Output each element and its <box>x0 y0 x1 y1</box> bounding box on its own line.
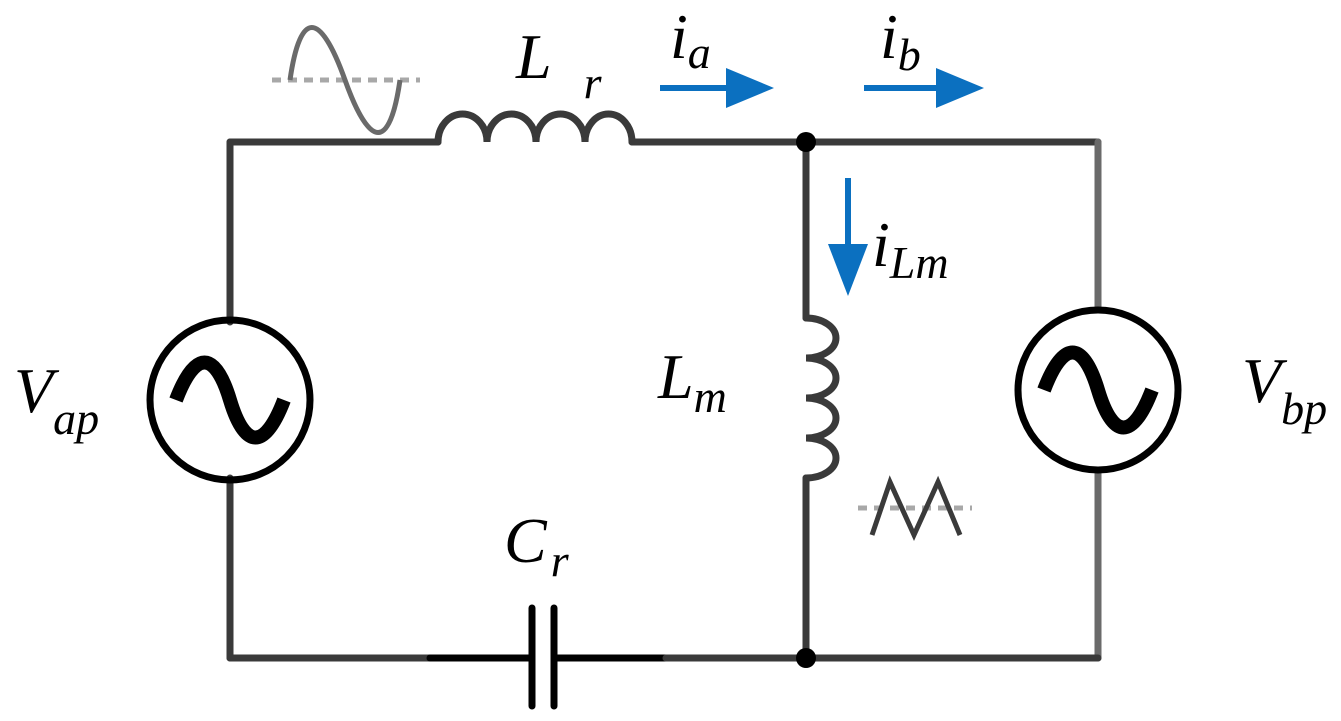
junction-top <box>796 132 816 152</box>
ac-source-vap <box>146 316 314 484</box>
label-ib: ib <box>880 1 921 80</box>
label-ilm: iLm <box>872 209 949 288</box>
label-ia: ia <box>670 1 711 78</box>
label-lm: Lm <box>657 341 727 422</box>
waveform-triangle <box>869 475 963 542</box>
current-arrow-ib <box>864 68 984 108</box>
waveform-sine <box>287 25 403 135</box>
wires <box>226 138 1102 662</box>
sine-icon <box>169 355 291 445</box>
inductor-lm <box>802 314 840 482</box>
label-cr: Cr <box>504 505 570 586</box>
current-arrow-ilm <box>828 178 868 296</box>
inductor-lr <box>434 110 636 146</box>
triangle-waveform-icon <box>858 475 972 542</box>
ac-source-vbp <box>1014 306 1182 474</box>
current-arrow-ia <box>660 68 774 108</box>
arrow-head <box>828 244 868 296</box>
arrow-head <box>726 68 774 108</box>
arrow-head <box>936 68 984 108</box>
source-circle-right <box>1014 306 1182 474</box>
sine-icon <box>1037 345 1159 435</box>
sine-waveform-icon <box>272 25 420 135</box>
label-vap: Vap <box>14 355 99 444</box>
label-vbp: Vbp <box>1242 345 1327 434</box>
source-circle-left <box>146 316 314 484</box>
capacitor-cr <box>528 604 558 710</box>
junction-bottom <box>796 648 816 668</box>
